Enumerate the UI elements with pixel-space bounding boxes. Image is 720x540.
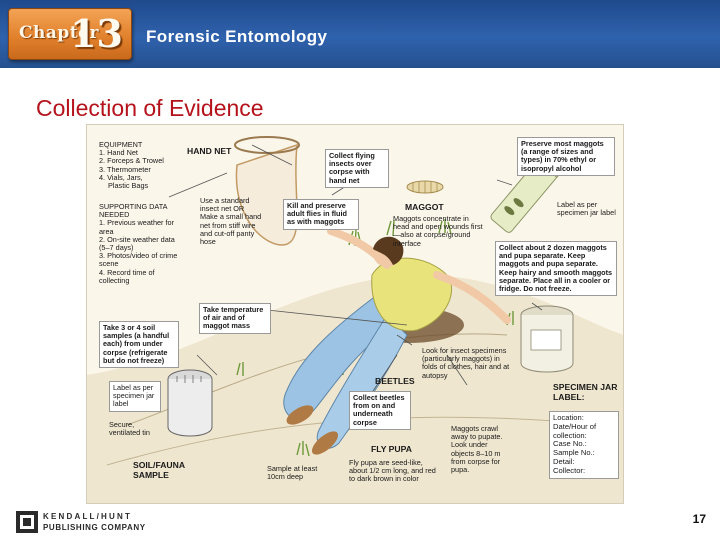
look-specimens-note: Look for insect specimens (particularly … xyxy=(422,346,510,380)
list-item: 3. Thermometer xyxy=(99,164,151,174)
fly-pupa-label: FLY PUPA xyxy=(371,444,412,454)
corpse-shoe xyxy=(286,405,314,425)
corpse-shoe xyxy=(311,431,339,455)
supporting-data-block: SUPPORTING DATA NEEDED 1. Previous weath… xyxy=(99,202,181,285)
equipment-block: EQUIPMENT 1. Hand Net 2. Forceps & Trowe… xyxy=(99,140,181,191)
page-number: 17 xyxy=(692,512,706,526)
maggot-label: MAGGOT xyxy=(405,202,444,212)
chapter-word: Chapter xyxy=(19,23,99,43)
list-item: 3. Photos/video of crime scene xyxy=(99,251,178,269)
chapter-number: 13 xyxy=(70,11,123,56)
jar-label-note: Label as per specimen jar label xyxy=(557,200,616,218)
label-line: Collector: xyxy=(553,465,586,475)
corpse-torso xyxy=(371,257,452,332)
specimen-jar-label-card: Location: Date/Hour of collection: Case … xyxy=(549,411,619,479)
maggot-note: Maggots concentrate in head and open wou… xyxy=(393,214,483,248)
list-item: 1. Previous weather for area xyxy=(99,218,175,236)
specimen-jar-drawing xyxy=(520,305,574,373)
hand-net-rim xyxy=(234,136,300,154)
fly-pupa-note: Fly pupa are seed-like, about 1/2 cm lon… xyxy=(349,458,436,484)
label-line: Sample No.: xyxy=(553,448,595,458)
kill-preserve-note: Kill and preserve adult flies in fluid a… xyxy=(283,199,359,230)
beetles-note: Collect beetles from on and underneath c… xyxy=(349,391,411,430)
hand-net-label: HAND NET xyxy=(187,146,232,156)
equipment-list: 1. Hand Net 2. Forceps & Trowel 3. Therm… xyxy=(99,148,181,191)
corpse-arm xyxy=(433,271,511,324)
list-item: 4. Vials, Jars, xyxy=(99,172,143,182)
course-title: Forensic Entomology xyxy=(146,27,328,46)
preserve-maggots-note: Preserve most maggots (a range of sizes … xyxy=(517,137,615,176)
soil-tin-drawing xyxy=(167,369,213,437)
soil-label-note: Label as per specimen jar label xyxy=(109,381,161,412)
label-line: Date/Hour of collection: xyxy=(553,421,597,440)
publisher-subtitle: PUBLISHING COMPANY xyxy=(43,523,146,532)
label-line: Location: xyxy=(553,413,584,422)
label-line: Case No.: xyxy=(553,439,587,449)
maggot-drawing xyxy=(406,180,444,194)
slide-title: Collection of Evidence xyxy=(36,95,264,121)
preserve-text-post: alcohol xyxy=(555,163,582,173)
list-item: Plastic Bags xyxy=(108,181,149,191)
list-item: 4. Record time of collecting xyxy=(99,267,155,285)
hand-net-drawing xyxy=(235,143,298,246)
sample-depth-note: Sample at least 10cm deep xyxy=(267,464,318,482)
soil-sample-note: Take 3 or 4 soil samples (a handful each… xyxy=(99,321,179,369)
collect-maggots-note: Collect about 2 dozen maggots and pupa s… xyxy=(495,241,617,297)
crawl-away-note: Maggots crawl away to pupate. Look under… xyxy=(451,424,503,475)
temperature-note: Take temperature of air and of maggot ma… xyxy=(199,303,271,334)
publisher-logo-icon xyxy=(16,511,38,533)
scene-drawing xyxy=(87,136,623,503)
header-band: Chapter 13 Forensic Entomology xyxy=(0,0,720,68)
evidence-illustration: EQUIPMENT 1. Hand Net 2. Forceps & Trowe… xyxy=(86,124,624,504)
tin-note: Secure, ventilated tin xyxy=(109,420,150,438)
soil-fauna-label: SOIL/FAUNA SAMPLE xyxy=(133,460,185,480)
preserve-text-bold: 70% ethyl or isopropyl xyxy=(521,155,597,173)
supporting-heading: SUPPORTING DATA NEEDED xyxy=(99,202,168,220)
list-item: 2. Forceps & Trowel xyxy=(99,156,164,166)
list-item: 1. Hand Net xyxy=(99,148,138,158)
corpse-leg-left xyxy=(283,294,388,420)
corpse-hair xyxy=(373,236,404,265)
net-note: Use a standard insect net OR Make a smal… xyxy=(200,196,262,247)
list-item: 2. On-site weather data (5–7 days) xyxy=(99,234,175,253)
preserve-text-pre: Preserve most maggots (a range of sizes … xyxy=(521,139,604,165)
label-line: Detail: xyxy=(553,456,575,466)
beetles-label: BEETLES xyxy=(375,376,415,386)
specimen-jar-label-heading: SPECIMEN JAR LABEL: xyxy=(553,382,618,402)
equipment-heading: EQUIPMENT xyxy=(99,140,143,149)
publisher-name: KENDALL/HUNT xyxy=(43,512,133,521)
flying-insects-note: Collect flying insects over corpse with … xyxy=(325,149,389,188)
supporting-list: 1. Previous weather for area 2. On-site … xyxy=(99,219,181,285)
chapter-badge: Chapter 13 xyxy=(8,8,132,60)
